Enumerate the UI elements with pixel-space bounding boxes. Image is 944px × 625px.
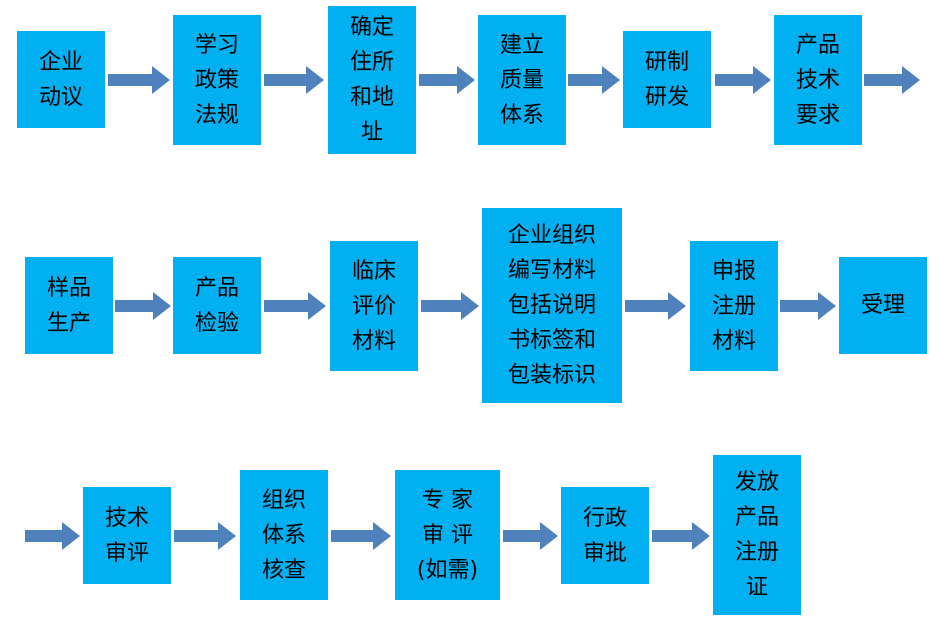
step-quality-system: 建立 质量 体系: [478, 15, 566, 145]
step-label: 组织 体系 核查: [261, 487, 306, 583]
arrow-right-icon: [25, 522, 80, 550]
step-study-policy: 学习 政策 法规: [173, 15, 261, 145]
arrow-right-icon: [652, 522, 710, 550]
step-label: 行政 审批: [582, 505, 627, 566]
arrow-right-icon: [115, 292, 171, 320]
arrow-right-icon: [419, 66, 475, 94]
step-sample-production: 样品 生产: [25, 257, 113, 354]
step-label: 学习 政策 法规: [194, 32, 239, 128]
step-label: 临床 评价 材料: [351, 258, 396, 354]
step-label: 研制 研发: [644, 49, 689, 110]
arrow-right-icon: [264, 292, 326, 320]
step-label: 申报 注册 材料: [711, 258, 756, 354]
step-label: 技术 审评: [104, 505, 149, 566]
step-product-inspection: 产品 检验: [173, 257, 261, 354]
step-expert-review: 专 家 审 评 (如需): [395, 470, 500, 600]
arrow-right-icon: [108, 66, 170, 94]
arrow-right-icon: [864, 66, 920, 94]
arrow-right-icon: [503, 522, 558, 550]
arrow-right-icon: [568, 66, 620, 94]
step-label: 企业 动议: [38, 49, 83, 110]
arrow-right-icon: [625, 292, 686, 320]
step-technical-requirements: 产品 技术 要求: [774, 15, 862, 145]
arrow-right-icon: [174, 522, 236, 550]
step-issue-certificate: 发放 产品 注册 证: [713, 455, 801, 615]
step-label: 样品 生产: [46, 275, 91, 336]
step-registration-materials: 申报 注册 材料: [690, 241, 778, 371]
step-acceptance: 受理: [839, 257, 927, 354]
step-label: 受理: [860, 293, 905, 318]
step-clinical-evaluation: 临床 评价 材料: [330, 241, 418, 371]
step-prepare-materials: 企业组织 编写材料 包括说明 书标签和 包装标识: [482, 208, 622, 403]
step-label: 发放 产品 注册 证: [734, 470, 779, 600]
arrow-right-icon: [421, 292, 479, 320]
step-label: 专 家 审 评 (如需): [416, 487, 479, 583]
step-label: 企业组织 编写材料 包括说明 书标签和 包装标识: [507, 223, 596, 388]
arrow-right-icon: [780, 292, 836, 320]
step-enterprise-initiative: 企业 动议: [17, 31, 105, 128]
step-label: 建立 质量 体系: [499, 32, 544, 128]
arrow-right-icon: [264, 66, 324, 94]
arrow-right-icon: [331, 522, 391, 550]
step-research-development: 研制 研发: [623, 31, 711, 128]
step-administrative-approval: 行政 审批: [561, 487, 649, 584]
step-label: 产品 检验: [194, 275, 239, 336]
step-label: 确定 住所 和地 址: [349, 15, 394, 145]
step-determine-address: 确定 住所 和地 址: [328, 6, 416, 154]
step-label: 产品 技术 要求: [795, 32, 840, 128]
step-technical-review: 技术 审评: [83, 487, 171, 584]
step-system-inspection: 组织 体系 核查: [240, 470, 328, 600]
arrow-right-icon: [715, 66, 771, 94]
